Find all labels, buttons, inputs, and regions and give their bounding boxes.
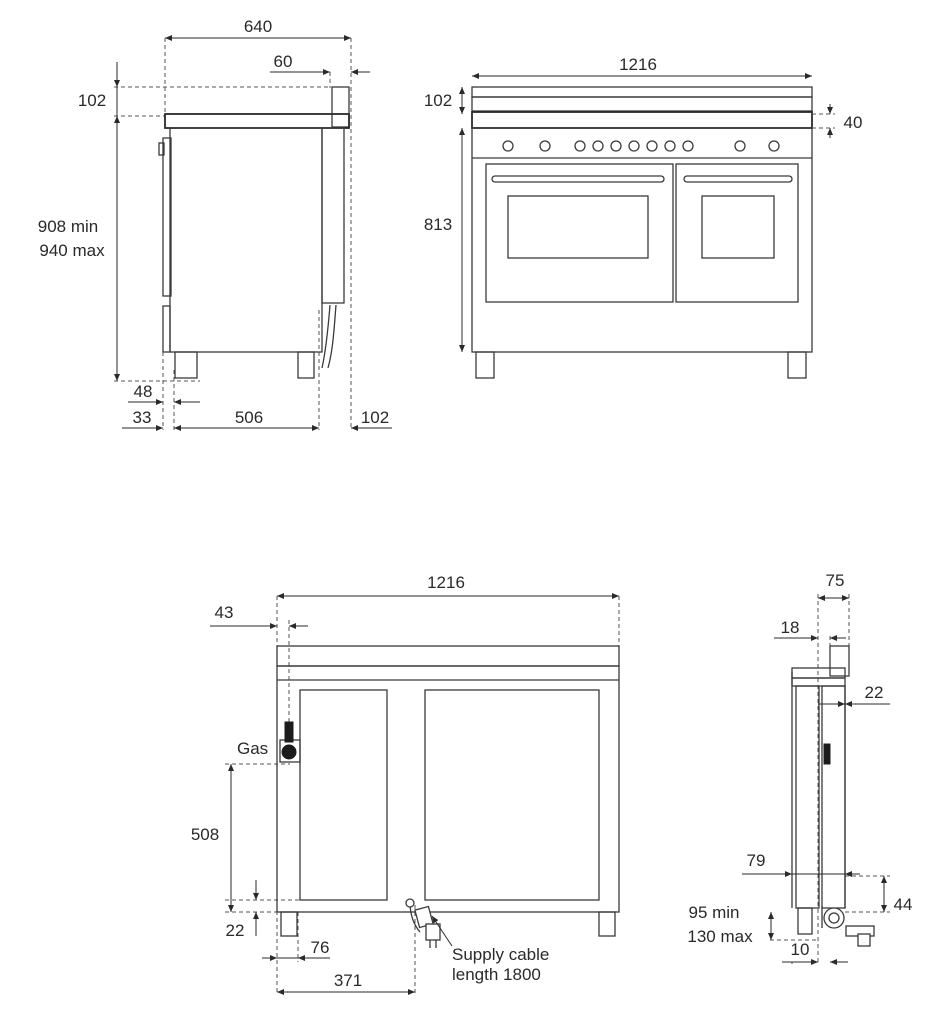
dim-side-front-panel: 33 <box>133 408 152 427</box>
dim-detail-leg-offset: 10 <box>791 940 810 959</box>
dim-front-backguard-height: 102 <box>424 91 452 110</box>
side-profile-view: 640 60 102 908 min 940 max 48 33 506 102 <box>38 17 392 431</box>
supply-cable-label-line2: length 1800 <box>452 965 541 984</box>
supply-cable-label-line1: Supply cable <box>452 945 549 964</box>
gas-label: Gas <box>237 739 268 758</box>
dim-detail-top-depth: 75 <box>826 571 845 590</box>
dim-rear-gas-height: 508 <box>191 825 219 844</box>
dim-detail-leg-min: 95 min <box>688 903 739 922</box>
dim-detail-leg-max: 130 max <box>687 927 753 946</box>
dim-front-body-height: 813 <box>424 215 452 234</box>
dim-rear-width: 1216 <box>427 573 465 592</box>
dim-rear-cable-large: 371 <box>334 971 362 990</box>
front-elevation-view: 1216 102 813 40 <box>424 55 863 379</box>
dim-side-front-offset: 48 <box>134 382 153 401</box>
side-detail-view: 75 18 22 79 44 95 min 130 max 10 <box>687 571 913 965</box>
control-knobs <box>502 140 780 152</box>
supply-cable-plug <box>405 898 453 948</box>
dim-rear-gas-offset: 43 <box>215 603 234 622</box>
dim-side-depth-total: 640 <box>244 17 272 36</box>
dim-side-backguard-depth: 60 <box>274 52 293 71</box>
dim-front-width: 1216 <box>619 55 657 74</box>
dim-side-height-max: 940 max <box>39 241 105 260</box>
dim-rear-foot-height: 22 <box>226 921 245 940</box>
dim-front-backguard-thickness: 40 <box>844 113 863 132</box>
dim-detail-bottom-depth: 79 <box>747 851 766 870</box>
dim-detail-top-gap: 22 <box>865 683 884 702</box>
dim-detail-top-inner: 18 <box>781 618 800 637</box>
dim-detail-connector-height: 44 <box>894 895 913 914</box>
dim-rear-cable-small: 76 <box>311 938 330 957</box>
dim-side-body-depth: 506 <box>235 408 263 427</box>
dim-side-height-min: 908 min <box>38 217 98 236</box>
dim-side-rear-clearance: 102 <box>361 408 389 427</box>
rear-elevation-view: 1216 43 Gas 508 22 76 371 Supply cable l… <box>191 573 620 995</box>
dim-side-backguard-height: 102 <box>78 91 106 110</box>
